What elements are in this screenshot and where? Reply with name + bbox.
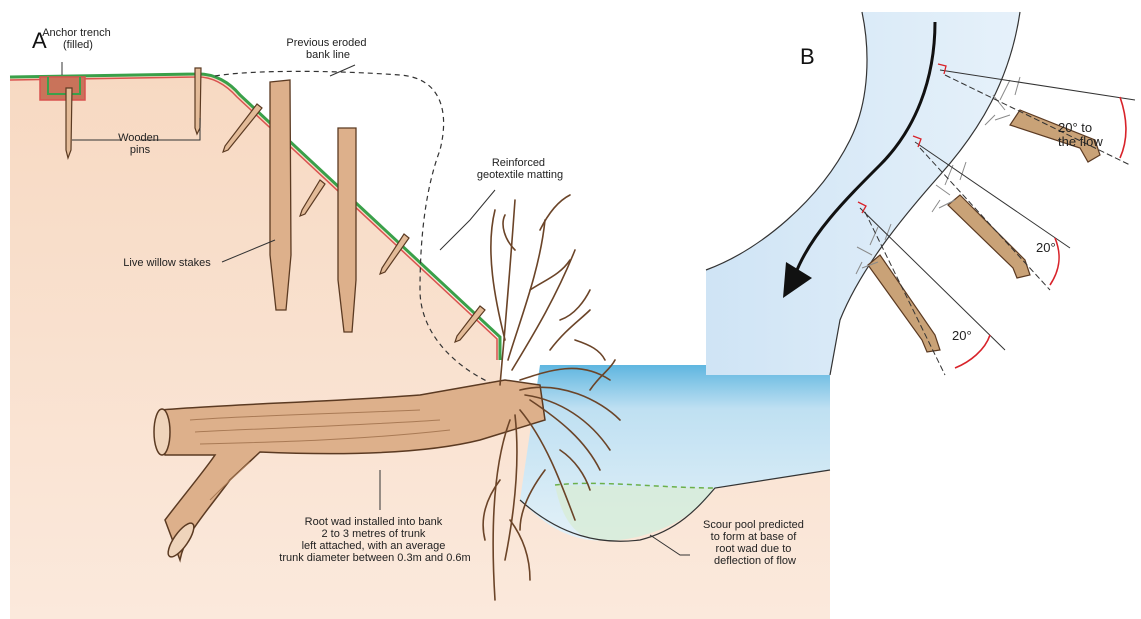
label-geotextile: Reinforced geotextile matting: [477, 157, 563, 181]
label-line: Live willow stakes: [123, 257, 211, 269]
label-anchor-trench: Anchor trench (filled): [42, 27, 114, 51]
label-line: Root wad installed into bank: [305, 516, 443, 528]
label-line: Anchor trench: [42, 27, 110, 39]
label-line: root wad due to: [716, 543, 792, 555]
anchor-trench: [40, 77, 85, 100]
angle-label-bottom: 20°: [952, 328, 972, 343]
label-line: bank line: [306, 49, 350, 61]
label-willow: Live willow stakes: [123, 257, 211, 269]
panel-b: B 20° to the flow 20° 20°: [706, 0, 1141, 375]
label-scour-pool: Scour pool predicted to form at base of …: [703, 519, 807, 567]
label-line: Reinforced: [492, 157, 545, 169]
willow-stake: [270, 80, 291, 310]
label-line: 2 to 3 metres of trunk: [322, 528, 426, 540]
label-line: trunk diameter between 0.3m and 0.6m: [279, 552, 470, 564]
label-line: left attached, with an average: [302, 540, 446, 552]
label-line: geotextile matting: [477, 169, 563, 181]
label-root-wad: Root wad installed into bank 2 to 3 metr…: [279, 516, 470, 564]
label-line: to form at base of: [711, 531, 798, 543]
label-line: Wooden: [118, 132, 159, 144]
label-line: pins: [130, 144, 151, 156]
wooden-pin: [66, 88, 72, 158]
angle-line: the flow: [1058, 134, 1103, 149]
label-line: Previous eroded: [286, 37, 366, 49]
panel-b-letter: B: [800, 44, 815, 69]
label-line: (filled): [63, 39, 93, 51]
willow-stake: [338, 128, 356, 332]
angle-label-middle: 20°: [1036, 240, 1056, 255]
label-line: deflection of flow: [714, 555, 796, 567]
label-line: Scour pool predicted: [703, 519, 804, 531]
label-previous-bank: Previous eroded bank line: [286, 37, 369, 61]
angle-line: 20° to: [1058, 120, 1092, 135]
